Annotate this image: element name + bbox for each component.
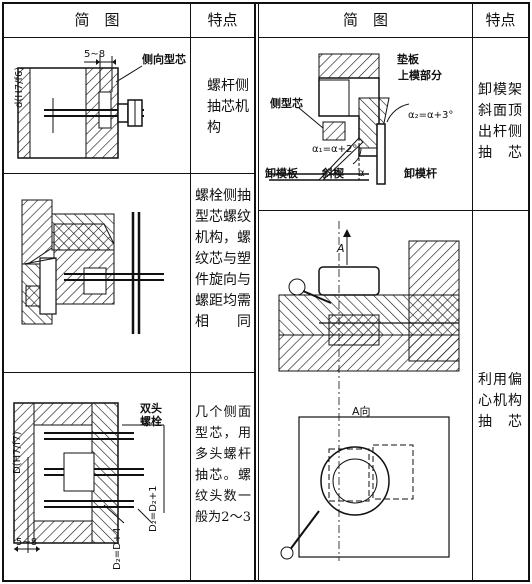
header-rule-left <box>2 37 256 38</box>
row-rule-1 <box>2 173 256 174</box>
label-unload-plate: 卸模板 <box>265 167 298 180</box>
frame-left <box>2 2 4 582</box>
frame-top <box>2 2 530 4</box>
label-side-core: 侧向型芯 <box>142 53 186 66</box>
row-rule-right <box>258 210 530 211</box>
feature-text-row5: 利用偏心机构抽芯 <box>478 372 522 430</box>
header-feature-right: 特点 <box>485 11 516 29</box>
label-pad: 垫板 <box>397 53 419 66</box>
label-upper-mold: 上模部分 <box>398 69 442 82</box>
header-feature-left: 特点 <box>207 11 238 29</box>
feature-text-row3: 几个侧面型芯，用多头螺杆抽芯。螺纹头数一般为2～3 <box>195 405 251 525</box>
divider-middle <box>254 2 256 582</box>
label-a-arrow: A <box>337 242 345 255</box>
sketch-eccentric-mechanism <box>278 221 460 561</box>
divider-middle-2 <box>258 2 259 582</box>
label-fit-d-h7-f7: D(H7/f7) <box>12 431 23 474</box>
divider-right-col <box>472 2 473 582</box>
row-rule-2 <box>2 372 256 373</box>
sketch-screw-side-core <box>17 56 144 159</box>
label-unload-rod: 卸模杆 <box>404 167 437 180</box>
label-alpha1: α₁=α+2° <box>312 144 358 155</box>
header-sketch-left: 简 图 <box>74 11 120 29</box>
label-wedge: 斜楔 <box>322 167 344 180</box>
label-d2-d2-plus-1: D₂=D₂+1 <box>148 485 159 532</box>
label-a-view: A向 <box>352 405 371 418</box>
label-side-core-2: 侧型芯 <box>270 97 303 110</box>
label-double-bolt: 双头 <box>140 402 162 415</box>
label-double-bolt-2: 螺栓 <box>140 415 162 428</box>
label-dim-5-8-row3: 5~8 <box>16 537 38 548</box>
divider-left-col <box>190 2 191 582</box>
label-fit-d-h7-f6: d(H7/f6) <box>14 66 25 108</box>
label-alpha: α <box>358 168 365 179</box>
sketch-ejector-frame-core <box>269 53 410 185</box>
frame-bottom <box>2 580 530 582</box>
label-dim-5-8-row1: 5~8 <box>84 49 106 60</box>
feature-text-row4: 卸模架斜面顶出杆侧抽芯 <box>478 82 522 161</box>
sketch-multi-thread-core <box>13 402 165 553</box>
feature-text-row1: 螺杆侧抽芯机构 <box>207 78 249 136</box>
header-sketch-right: 简 图 <box>342 11 388 29</box>
label-alpha2: α₂=α+3° <box>408 110 454 121</box>
frame-right <box>528 2 530 582</box>
sketch-threaded-side-core <box>21 199 164 334</box>
label-d2-d-plus-4: D₂=D+4 <box>112 527 123 570</box>
header-rule-right <box>258 37 530 38</box>
feature-text-row2: 螺栓侧抽型芯螺纹机构，螺纹芯与塑件旋向与螺距均需相同 <box>195 188 251 330</box>
